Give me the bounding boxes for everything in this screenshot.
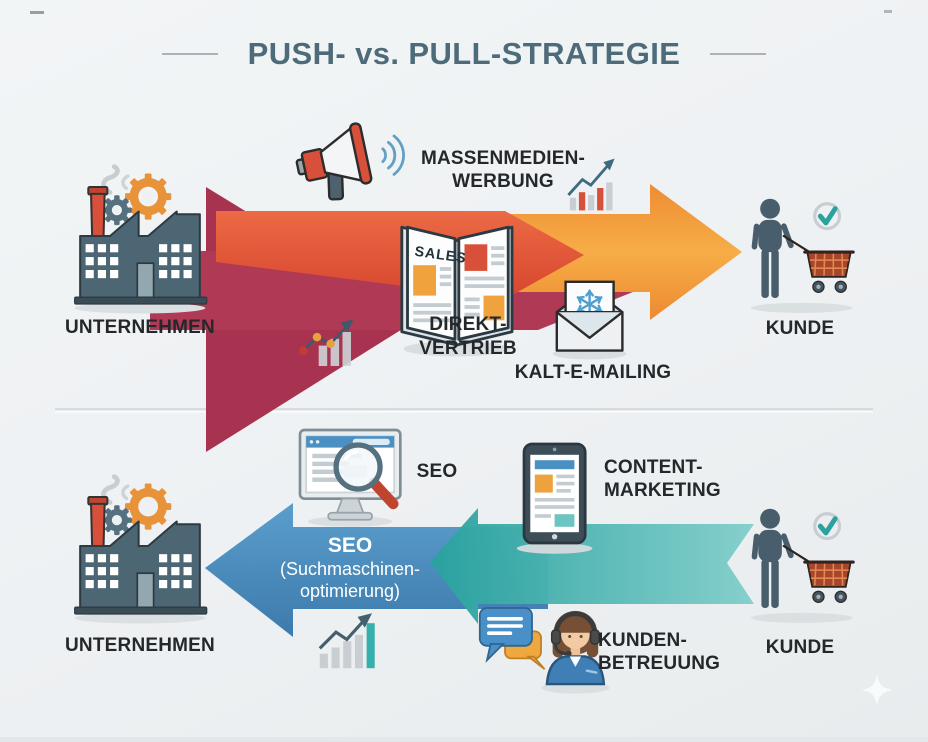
pull-seo-label: SEO — [416, 461, 458, 482]
sales-tag: SALES — [414, 244, 468, 267]
section-divider — [55, 408, 873, 413]
customer-care-line1: KUNDEN- — [598, 630, 688, 651]
arrow-caption-line2: (Suchmaschinen- — [279, 559, 421, 579]
bar-chart-icon — [567, 158, 615, 211]
support-agent-icon — [541, 610, 610, 694]
pull-customer-care-label: KUNDEN- BETREUUNG — [598, 629, 748, 675]
title-dash-left — [161, 53, 218, 55]
sound-waves-icon — [381, 134, 405, 176]
direct-sales-line2: VERTRIEB — [419, 338, 517, 359]
mass-media-line2: WERBUNG — [452, 171, 554, 192]
corner-dash-right — [884, 10, 892, 13]
push-company-label: UNTERNEHMEN — [65, 317, 215, 338]
line-chart-icon — [299, 319, 354, 366]
growth-chart-icon — [318, 613, 375, 669]
megaphone-icon — [295, 122, 405, 201]
push-customer-label: KUNDE — [765, 318, 835, 339]
envelope-snowflake-icon — [552, 280, 627, 360]
content-marketing-line1: CONTENT- — [604, 457, 703, 478]
title-dash-right — [710, 53, 767, 55]
page-title: PUSH- vs. PULL-STRATEGIE — [247, 36, 681, 71]
content-marketing-line2: MARKETING — [604, 480, 721, 501]
push-mass-media-label: MASSENMEDIEN- WERBUNG — [398, 147, 608, 193]
title-row: PUSH- vs. PULL-STRATEGIE — [0, 36, 928, 72]
pull-customer-label: KUNDE — [765, 637, 835, 658]
push-cold-mailing-label: KALT-E-MAILING — [514, 362, 672, 383]
pull-arrow-caption: SEO (Suchmaschinen- optimierung) — [254, 533, 446, 602]
mass-media-line1: MASSENMEDIEN- — [420, 148, 586, 169]
tablet-icon — [516, 442, 593, 554]
bottom-edge — [0, 737, 928, 742]
customer-icon-pull — [751, 509, 853, 623]
pull-arrow-teal — [430, 508, 754, 624]
factory-icon-pull — [75, 477, 207, 624]
magnifier-icon — [333, 442, 399, 510]
pull-company-label: UNTERNEHMEN — [65, 635, 215, 656]
corner-dash-left — [30, 11, 44, 14]
arrow-caption-line1: SEO — [327, 534, 373, 557]
pull-content-marketing-label: CONTENT- MARKETING — [604, 456, 754, 502]
customer-care-line2: BETREUUNG — [598, 653, 721, 674]
arrow-caption-line3: optimierung) — [299, 581, 401, 601]
direct-sales-line1: DIREKT- — [429, 314, 507, 335]
sparkle-icon — [861, 674, 893, 706]
factory-icon — [75, 167, 207, 314]
sales-brochure-icon: SALES — [400, 225, 514, 357]
chat-bubbles-icon — [478, 607, 546, 670]
push-direct-sales-label: DIREKT- VERTRIEB — [388, 313, 548, 361]
customer-icon — [751, 199, 853, 313]
monitor-magnifier-icon — [298, 428, 402, 527]
